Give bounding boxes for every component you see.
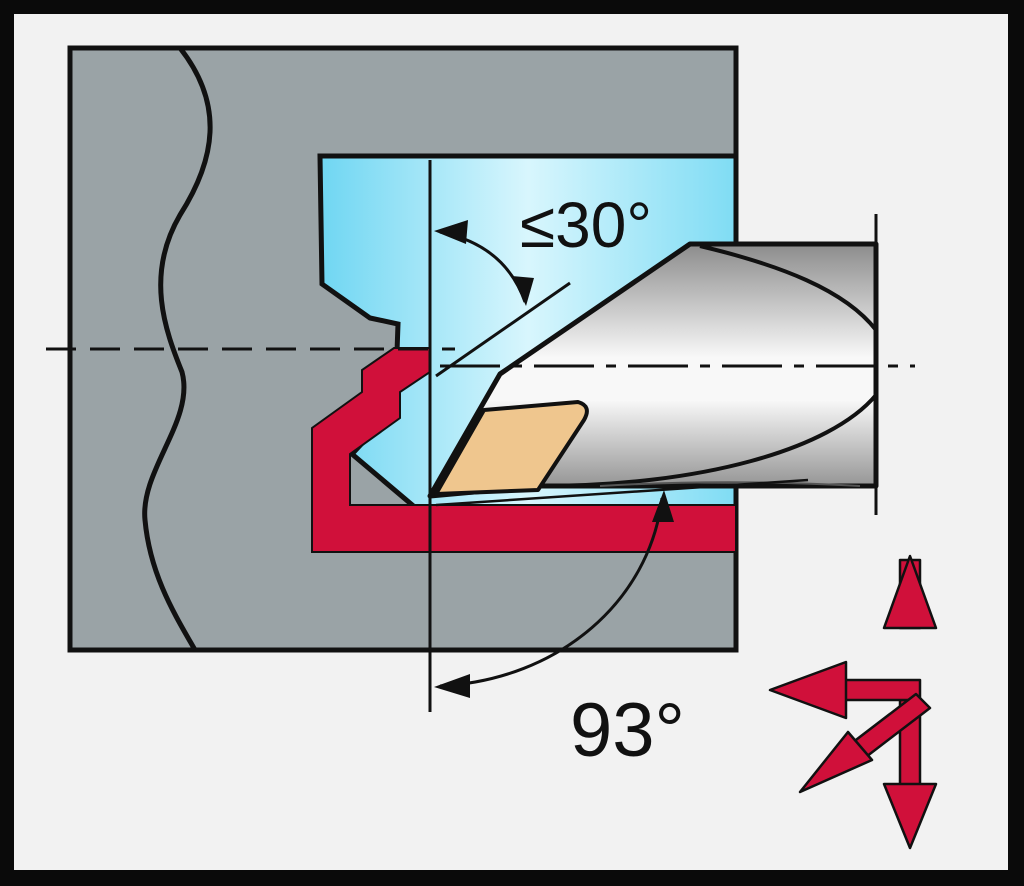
bar-shade-line [599, 481, 861, 487]
entering-angle-label: 93° [570, 688, 685, 773]
bar-helix-lower [539, 393, 878, 488]
break-line [142, 46, 213, 652]
max-angle-arrow-left [434, 220, 468, 244]
entering-angle-arrow-bottom [434, 674, 470, 698]
cutting-insert [434, 400, 589, 496]
max-angle-arrow-right [512, 276, 534, 306]
bar-helix-upper [699, 244, 878, 332]
ramp-angle-line [435, 281, 571, 378]
machined-surface [311, 347, 737, 553]
insert-edge-line [435, 478, 809, 507]
entering-angle-arrow-top [652, 490, 674, 522]
four-direction-arrows-icon [768, 554, 938, 850]
entering-angle-arc [439, 497, 664, 688]
max-angle-label: ≤30° [520, 189, 652, 261]
